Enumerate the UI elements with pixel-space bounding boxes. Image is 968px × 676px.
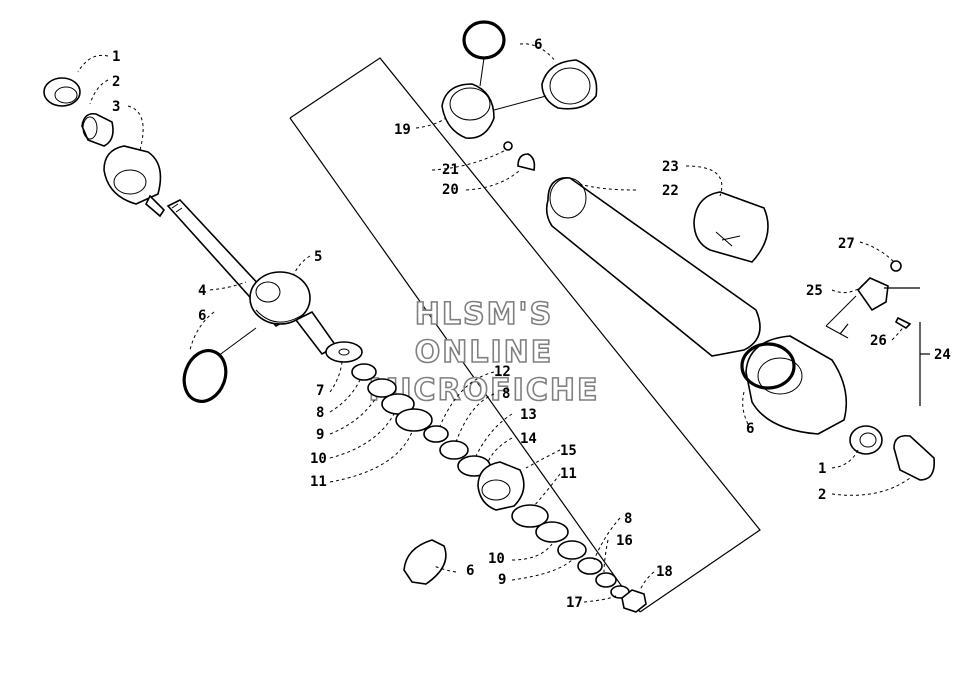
callout-20: 20: [442, 182, 459, 198]
callout-26: 26: [870, 333, 887, 349]
callout-8-upper: 8: [502, 386, 510, 402]
callout-6-right: 6: [746, 421, 754, 437]
part-20-valve: [517, 153, 536, 171]
part-16-washer: [595, 572, 617, 588]
part-6-oring-left: [182, 349, 228, 403]
callout-7: 7: [316, 383, 324, 399]
leader-lines: [77, 43, 930, 603]
callout-25: 25: [806, 283, 823, 299]
part-18-nut: [621, 589, 647, 613]
part-21-ball: [503, 141, 513, 151]
part-7-washer: [325, 341, 363, 363]
callout-23: 23: [662, 159, 679, 175]
part-8-shim-lower: [577, 557, 603, 575]
callout-24: 24: [934, 347, 951, 363]
callout-6-bottom: 6: [466, 563, 474, 579]
part-13-shim: [439, 440, 469, 460]
callout-21: 21: [442, 162, 459, 178]
subassembly-outline: [289, 57, 761, 613]
callout-2: 2: [112, 74, 120, 90]
part-2-sleeve: [81, 112, 114, 147]
part-23-label: [693, 191, 769, 263]
callout-27: 27: [838, 236, 855, 252]
callout-22: 22: [662, 183, 679, 199]
callout-10-left: 10: [310, 451, 327, 467]
callout-16: 16: [616, 533, 633, 549]
part-27-screw: [890, 260, 902, 272]
part-26-pin: [894, 316, 912, 330]
callout-12: 12: [494, 364, 511, 380]
callout-5: 5: [314, 249, 322, 265]
part-9-shim-lower: [557, 540, 587, 560]
callout-15: 15: [560, 443, 577, 459]
callout-13: 13: [520, 407, 537, 423]
part-6-oring-right: [740, 342, 796, 390]
callout-1: 1: [112, 49, 120, 65]
watermark-line-1: HLSM'S: [415, 297, 553, 332]
callout-8-lower: 8: [624, 511, 632, 527]
callout-6-top: 6: [534, 37, 542, 53]
watermark: HLSM'S ONLINE MICROFICHE: [368, 296, 600, 409]
part-5-seal-head: [249, 271, 311, 325]
callout-11-left: 11: [310, 474, 327, 490]
part-19-cap: [441, 83, 495, 139]
part-10-shim-lower: [535, 521, 569, 543]
callout-2-right: 2: [818, 487, 826, 503]
callout-6-left: 6: [198, 308, 206, 324]
callout-19: 19: [394, 122, 411, 138]
callout-11-right: 11: [560, 466, 577, 482]
callout-labels: 1 2 3 4 5 6 6 6 6 7 8 8 8 9 9 10 10 11 1…: [112, 37, 951, 611]
valve-stack: [325, 341, 647, 613]
part-25-valve-body: [856, 277, 889, 312]
part-3-eye-housing: [103, 145, 166, 218]
watermark-line-2: ONLINE: [415, 335, 554, 370]
part-1-bushing: [43, 77, 81, 107]
callout-9-left: 9: [316, 427, 324, 443]
part-11-shim-lower: [511, 504, 549, 528]
part-15-piston: [477, 461, 525, 511]
callout-4: 4: [198, 283, 206, 299]
part-6-band-top: [541, 59, 598, 110]
part-6-piston-band: [403, 539, 447, 585]
part-11-shim: [395, 408, 433, 432]
callout-8-left: 8: [316, 405, 324, 421]
part-1-bushing-right: [849, 425, 883, 455]
part-6-oring-top: [462, 20, 506, 60]
callout-18: 18: [656, 564, 673, 580]
callout-10-lower: 10: [488, 551, 505, 567]
callout-1-right: 1: [818, 461, 826, 477]
watermark-line-3: MICROFICHE: [369, 373, 600, 408]
part-8-shim: [351, 363, 377, 381]
callout-9-lower: 9: [498, 572, 506, 588]
part-9-shim: [367, 378, 397, 398]
callout-17: 17: [566, 595, 583, 611]
part-12-shim: [423, 425, 449, 443]
callout-3: 3: [112, 99, 120, 115]
part-22-reservoir-body: [545, 177, 761, 357]
part-body-cylinder: [745, 335, 848, 435]
part-2-sleeve-right: [893, 434, 936, 481]
callout-14: 14: [520, 431, 537, 447]
